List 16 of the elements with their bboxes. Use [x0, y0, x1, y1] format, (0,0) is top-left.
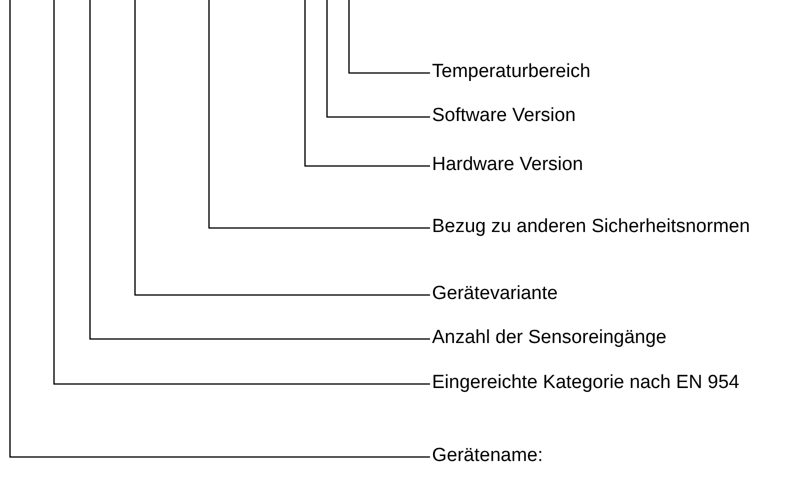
callout-text: Anzahl der Sensoreingänge — [432, 327, 772, 349]
leader-line — [348, 0, 430, 74]
callout-text: Software Version — [432, 105, 772, 127]
leader-line — [53, 0, 430, 385]
leader-line — [208, 0, 430, 229]
leader-line — [9, 0, 430, 458]
callout-text: Gerätevariante — [432, 283, 772, 305]
callout-text: Bezug zu anderen Sicherheitsnormen — [432, 216, 772, 238]
callout-text: Hardware Version — [432, 154, 772, 176]
leader-line — [134, 0, 430, 296]
callout-text: Gerätename: — [432, 445, 772, 467]
callout-text: Temperaturbereich — [432, 61, 772, 83]
leader-line — [326, 0, 430, 118]
leader-line — [304, 0, 430, 167]
callout-text: Eingereichte Kategorie nach EN 954 — [432, 372, 772, 394]
leader-line — [89, 0, 430, 340]
